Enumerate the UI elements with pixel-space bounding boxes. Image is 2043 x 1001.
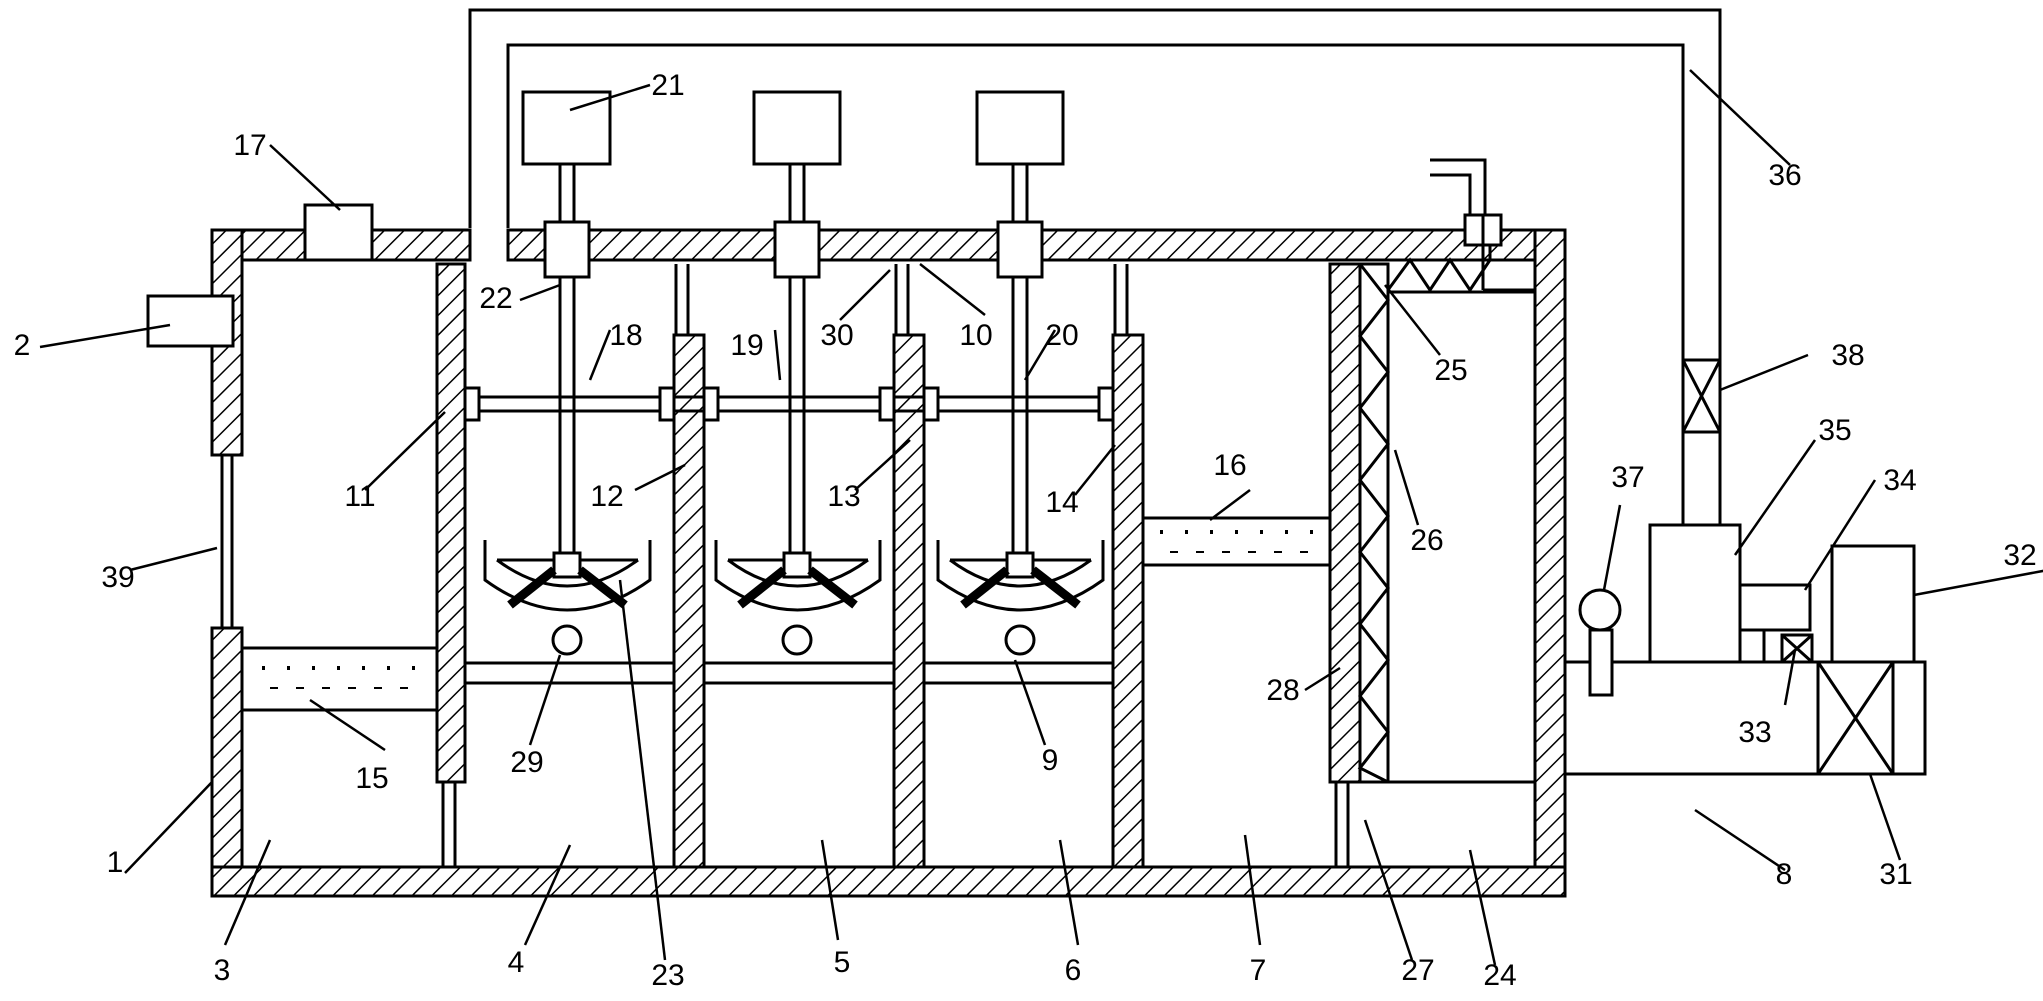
connecting-rods [463, 386, 1115, 422]
motor-1 [521, 90, 612, 166]
label-10: 10 [959, 319, 992, 352]
motor-2 [752, 90, 842, 166]
label-8: 8 [1776, 858, 1793, 891]
pressure-gauge [1578, 588, 1622, 697]
label-19: 19 [730, 329, 763, 362]
label-24: 24 [1483, 959, 1516, 992]
connector-34 [1738, 583, 1812, 632]
label-9: 9 [1042, 744, 1059, 777]
label-39: 39 [101, 561, 134, 594]
label-33: 33 [1738, 716, 1771, 749]
level-tube [220, 455, 234, 628]
label-4: 4 [508, 946, 525, 979]
label-34: 34 [1883, 464, 1916, 497]
label-12: 12 [590, 480, 623, 513]
label-13: 13 [827, 480, 860, 513]
label-29: 29 [510, 746, 543, 779]
pump-35 [1648, 523, 1742, 664]
leader-lines [39, 69, 2043, 966]
label-21: 21 [651, 69, 684, 102]
label-16: 16 [1213, 449, 1246, 482]
pipe-valve [1681, 358, 1722, 434]
number-labels: 1 2 3 4 5 6 7 8 9 10 11 12 13 14 15 16 1… [14, 69, 2037, 992]
filter-layer-15 [240, 646, 439, 712]
label-26: 26 [1410, 524, 1443, 557]
label-17: 17 [233, 129, 266, 162]
label-15: 15 [355, 762, 388, 795]
membrane-column [1357, 257, 1492, 784]
label-36: 36 [1768, 159, 1801, 192]
filter-layer-16 [1141, 516, 1332, 567]
filter-31 [1816, 660, 1927, 776]
label-22: 22 [479, 282, 512, 315]
tank-32 [1830, 544, 1916, 664]
label-27: 27 [1401, 954, 1434, 987]
label-7: 7 [1250, 954, 1267, 987]
label-1: 1 [107, 846, 124, 879]
agitator-2 [714, 540, 882, 656]
motor-3 [975, 90, 1065, 166]
label-3: 3 [214, 954, 231, 987]
label-30: 30 [820, 319, 853, 352]
label-5: 5 [834, 946, 851, 979]
outlet-pipe [1430, 158, 1535, 292]
label-18: 18 [609, 319, 642, 352]
label-37: 37 [1611, 461, 1644, 494]
return-pipe [468, 8, 1722, 525]
label-35: 35 [1818, 414, 1851, 447]
label-20: 20 [1045, 319, 1078, 352]
label-32: 32 [2003, 539, 2036, 572]
label-31: 31 [1879, 858, 1912, 891]
agitator-3 [936, 540, 1105, 656]
collection-chamber [1386, 290, 1537, 784]
inlet-pipe [146, 294, 235, 348]
label-38: 38 [1831, 339, 1864, 372]
filter-plate [465, 661, 1113, 685]
valve-33 [1738, 628, 1814, 664]
label-25: 25 [1434, 354, 1467, 387]
label-6: 6 [1065, 954, 1082, 987]
label-23: 23 [651, 959, 684, 992]
bearings [543, 220, 1044, 279]
vent-cap [303, 203, 374, 262]
support-posts [441, 264, 1350, 867]
label-14: 14 [1045, 486, 1078, 519]
partitions [435, 262, 1362, 869]
agitator-1 [483, 540, 652, 656]
label-2: 2 [14, 329, 31, 362]
label-28: 28 [1266, 674, 1299, 707]
label-11: 11 [344, 480, 375, 513]
